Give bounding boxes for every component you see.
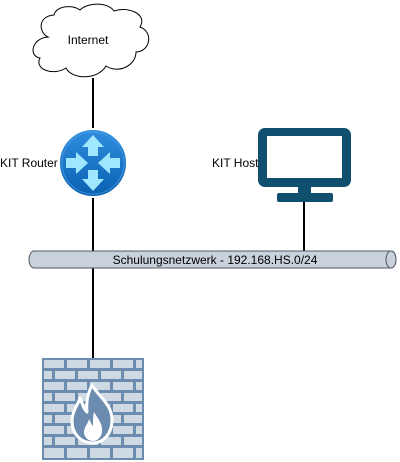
network-label: Schulungsnetzwerk - 192.168.HS.0/24: [113, 253, 318, 267]
host-node[interactable]: KIT Host: [212, 128, 351, 202]
internet-label: Internet: [68, 33, 109, 47]
network-bus-end: [385, 250, 397, 269]
firewall-icon: [42, 358, 144, 460]
router-label: KIT Router: [0, 156, 58, 170]
host-label: KIT Host: [212, 156, 259, 170]
monitor-icon: [258, 128, 351, 202]
connection-lines: [92, 78, 305, 358]
internet-node[interactable]: Internet: [32, 3, 150, 78]
router-node[interactable]: KIT Router: [0, 128, 128, 198]
cloud-icon: [32, 3, 150, 78]
router-icon: [58, 128, 128, 198]
network-bus[interactable]: Schulungsnetzwerk - 192.168.HS.0/24: [28, 250, 397, 269]
firewall-node[interactable]: [42, 358, 144, 460]
